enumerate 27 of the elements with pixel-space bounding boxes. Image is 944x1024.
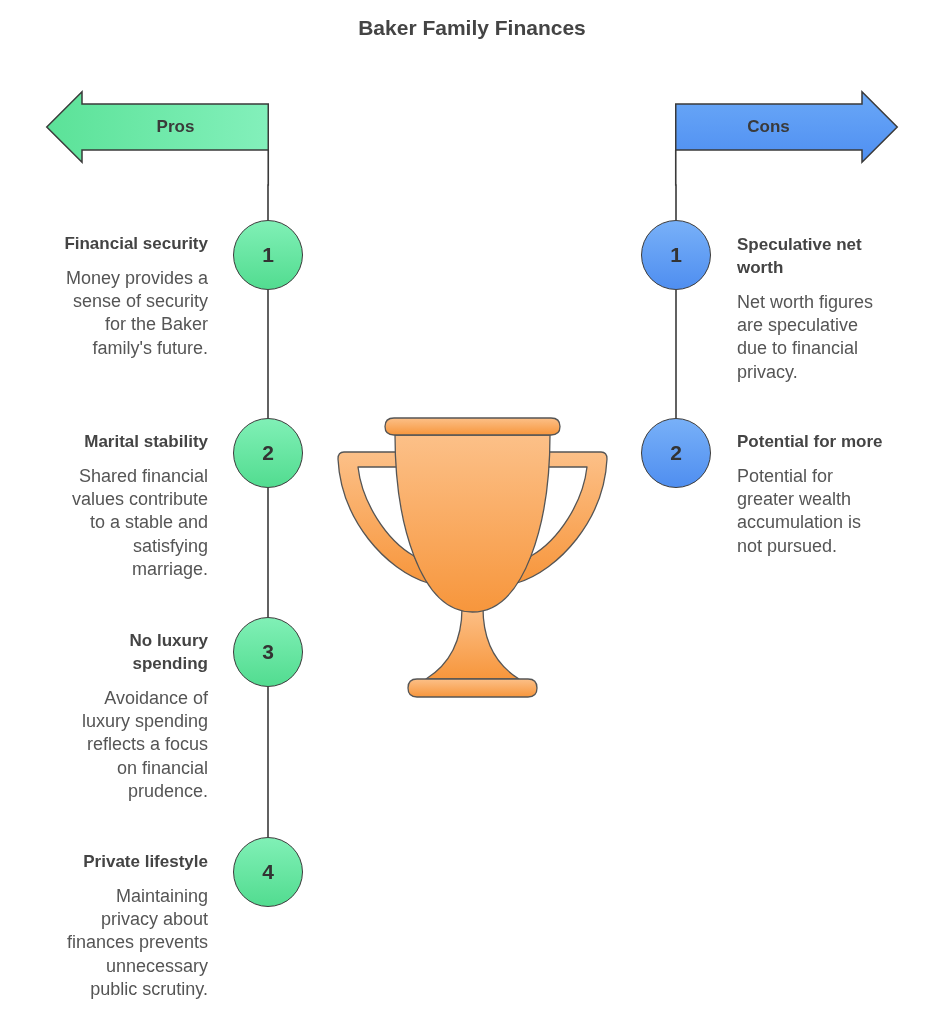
item-description: Money provides a sense of security for the Baker family's future. [64, 266, 208, 360]
numbered-circle: 2 [233, 418, 303, 488]
numbered-circle: 2 [641, 418, 711, 488]
connector-line [267, 289, 269, 419]
item-heading: Financial security [63, 232, 208, 255]
numbered-circle: 4 [233, 837, 303, 907]
numbered-circle: 1 [233, 220, 303, 290]
item-heading: Potential for more [737, 430, 884, 453]
arrow-label: Cons [747, 116, 790, 138]
connector-line [267, 149, 270, 221]
item-heading: No luxury spending [128, 629, 208, 675]
item-description: Avoidance of luxury spending reflects a focus on financial prudence. [80, 686, 208, 804]
numbered-circle: 3 [233, 617, 303, 687]
connector-line [267, 686, 269, 838]
numbered-circle: 1 [641, 220, 711, 290]
item-description: Potential for greater wealth accumulation is not pursued. [737, 464, 863, 558]
item-description: Shared financial values contribute to a stable and satisfying marriage. [70, 464, 208, 582]
connector-line [267, 487, 269, 618]
arrow-label: Pros [156, 116, 195, 138]
item-heading: Marital stability [83, 430, 208, 453]
item-description: Maintaining privacy about finances prevents unnecessary public scrutiny. [65, 884, 208, 1002]
connector-line [675, 289, 677, 419]
diagram-title: Baker Family Finances [357, 15, 587, 41]
item-heading: Private lifestyle [82, 850, 208, 873]
item-description: Net worth figures are speculative due to financial privacy. [737, 290, 875, 384]
connector-line [674, 149, 677, 221]
item-heading: Speculative net worth [737, 233, 863, 279]
